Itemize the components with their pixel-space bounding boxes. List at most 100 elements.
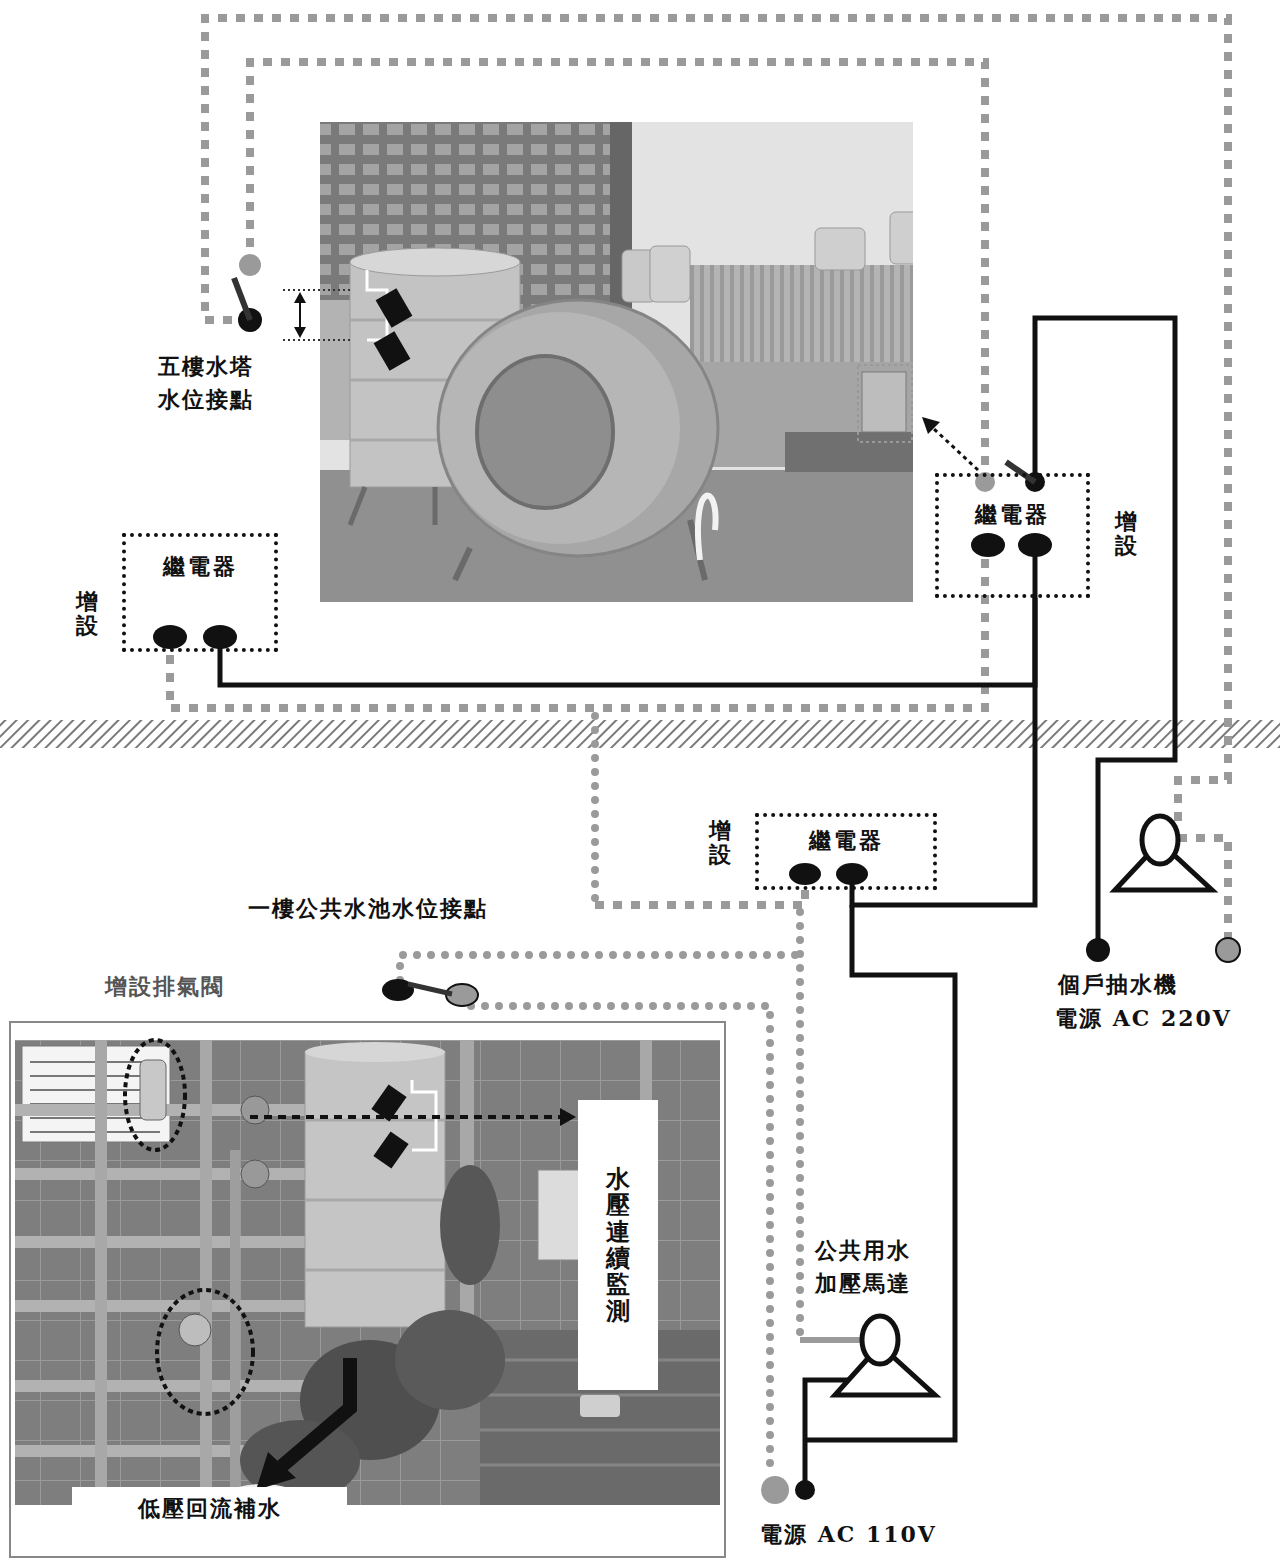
pump-symbol bbox=[1142, 816, 1178, 864]
far-tank bbox=[650, 246, 690, 302]
pipe bbox=[230, 1150, 240, 1505]
wire-line bbox=[852, 598, 1035, 905]
pointer-line bbox=[250, 1115, 562, 1119]
far-tank bbox=[815, 228, 865, 270]
relay-terminal bbox=[1018, 533, 1052, 557]
power-label: 電源 AC 110V bbox=[760, 1520, 937, 1549]
relay-label: 繼電器 bbox=[163, 553, 238, 579]
float-sensor bbox=[374, 331, 411, 371]
float-sensor bbox=[373, 1131, 408, 1168]
signal-wire bbox=[800, 1337, 862, 1343]
monitor-box: 水壓連續監測 bbox=[578, 1100, 658, 1390]
signal-wire bbox=[796, 912, 804, 1338]
relay-label: 繼電器 bbox=[975, 501, 1050, 527]
power-label: 電源 AC 220V bbox=[1055, 1004, 1232, 1033]
addition-note: 增設 bbox=[709, 818, 731, 866]
pump-symbol bbox=[862, 1316, 898, 1364]
highlight-box bbox=[858, 365, 912, 442]
tiled-wall bbox=[15, 1040, 720, 1505]
water-meter bbox=[241, 1160, 269, 1188]
pressure-valve bbox=[179, 1314, 211, 1346]
float-sensor bbox=[376, 288, 413, 328]
power-wire bbox=[805, 905, 955, 1440]
relay-terminal bbox=[153, 625, 187, 649]
switch-lever bbox=[408, 984, 452, 994]
vertical-tank bbox=[305, 1052, 445, 1327]
signal-wire bbox=[250, 62, 985, 478]
wire-connector bbox=[220, 598, 1035, 685]
tank-stand bbox=[455, 520, 705, 580]
arrow-head bbox=[256, 1452, 296, 1490]
relay-terminal bbox=[789, 863, 821, 885]
rooftop-photo bbox=[320, 122, 913, 602]
contact-dot bbox=[239, 254, 261, 276]
tank-end bbox=[440, 312, 680, 544]
pipe bbox=[95, 1040, 107, 1505]
plant bbox=[440, 1165, 500, 1285]
addition-note: 增設 bbox=[1115, 509, 1137, 557]
pipe bbox=[200, 1040, 212, 1505]
ledge bbox=[785, 432, 913, 472]
monitor-label: 水壓連續監測 bbox=[606, 1166, 630, 1324]
wire-connector bbox=[852, 598, 1035, 905]
level-guide bbox=[283, 290, 352, 340]
relay-label: 繼電器 bbox=[809, 827, 884, 853]
signal-wire bbox=[465, 998, 770, 1474]
signal-wire bbox=[400, 955, 800, 980]
label-patch bbox=[72, 1487, 347, 1532]
return-flow-arrow bbox=[282, 1358, 350, 1466]
level-range-arrow bbox=[299, 300, 301, 330]
power-label: 個戶抽水機 bbox=[1058, 970, 1178, 999]
arrow-head bbox=[560, 1108, 576, 1126]
pipe bbox=[15, 1236, 315, 1248]
motor-label: 公共用水 加壓馬達 bbox=[815, 1234, 911, 1300]
highlight-ellipse bbox=[125, 1040, 185, 1150]
power-terminal bbox=[1216, 938, 1240, 962]
signal-wire bbox=[205, 18, 1228, 822]
switch-lever bbox=[1006, 462, 1035, 482]
tank-ring bbox=[305, 1120, 445, 1270]
floor-band bbox=[0, 720, 1280, 748]
sensor-label: 五樓水塔 水位接點 bbox=[158, 350, 254, 416]
pump-room-photo bbox=[15, 1040, 720, 1505]
drain-fitting bbox=[580, 1395, 620, 1417]
control-box bbox=[862, 372, 906, 432]
relay-terminal bbox=[836, 863, 868, 885]
pipe bbox=[15, 1300, 315, 1312]
pipe bbox=[15, 1168, 315, 1180]
sky bbox=[320, 122, 913, 602]
relay-box: 繼電器增設 bbox=[122, 533, 278, 652]
tank-lid bbox=[477, 356, 613, 508]
wire-line bbox=[220, 598, 1035, 685]
plant bbox=[395, 1310, 505, 1410]
arrow-head bbox=[294, 292, 306, 303]
water-meter bbox=[241, 1096, 269, 1124]
note-holder: 增設 bbox=[709, 818, 731, 866]
power-terminal bbox=[761, 1476, 789, 1504]
relay-box: 繼電器增設 bbox=[935, 473, 1090, 598]
note-holder: 增設 bbox=[1115, 509, 1137, 557]
addition-note: 增設 bbox=[76, 589, 98, 637]
relay-terminal bbox=[203, 625, 237, 649]
relay-terminal bbox=[971, 533, 1005, 557]
horizontal-tank bbox=[438, 300, 718, 556]
power-terminal bbox=[1086, 938, 1110, 962]
tank-top bbox=[305, 1042, 445, 1062]
far-tank bbox=[890, 212, 913, 264]
note-holder: 增設 bbox=[76, 589, 98, 637]
louvered-wall bbox=[690, 265, 913, 370]
flow-label: 低壓回流補水 bbox=[135, 1494, 285, 1523]
switch-lever bbox=[234, 278, 250, 320]
sensor-label: 一樓公共水池水位接點 bbox=[248, 894, 488, 923]
valve-label: 增設排氣閥 bbox=[105, 972, 225, 1001]
relay-box: 繼電器增設 bbox=[755, 813, 937, 890]
air-valve bbox=[140, 1060, 166, 1120]
hose bbox=[698, 496, 716, 560]
arrow-head bbox=[922, 417, 940, 434]
signal-wire bbox=[591, 716, 599, 900]
pointer-line bbox=[933, 428, 978, 470]
arrow-head bbox=[294, 327, 306, 338]
power-terminal bbox=[795, 1480, 815, 1500]
photo-frame bbox=[10, 1022, 725, 1557]
highlight-ellipse bbox=[157, 1290, 253, 1414]
